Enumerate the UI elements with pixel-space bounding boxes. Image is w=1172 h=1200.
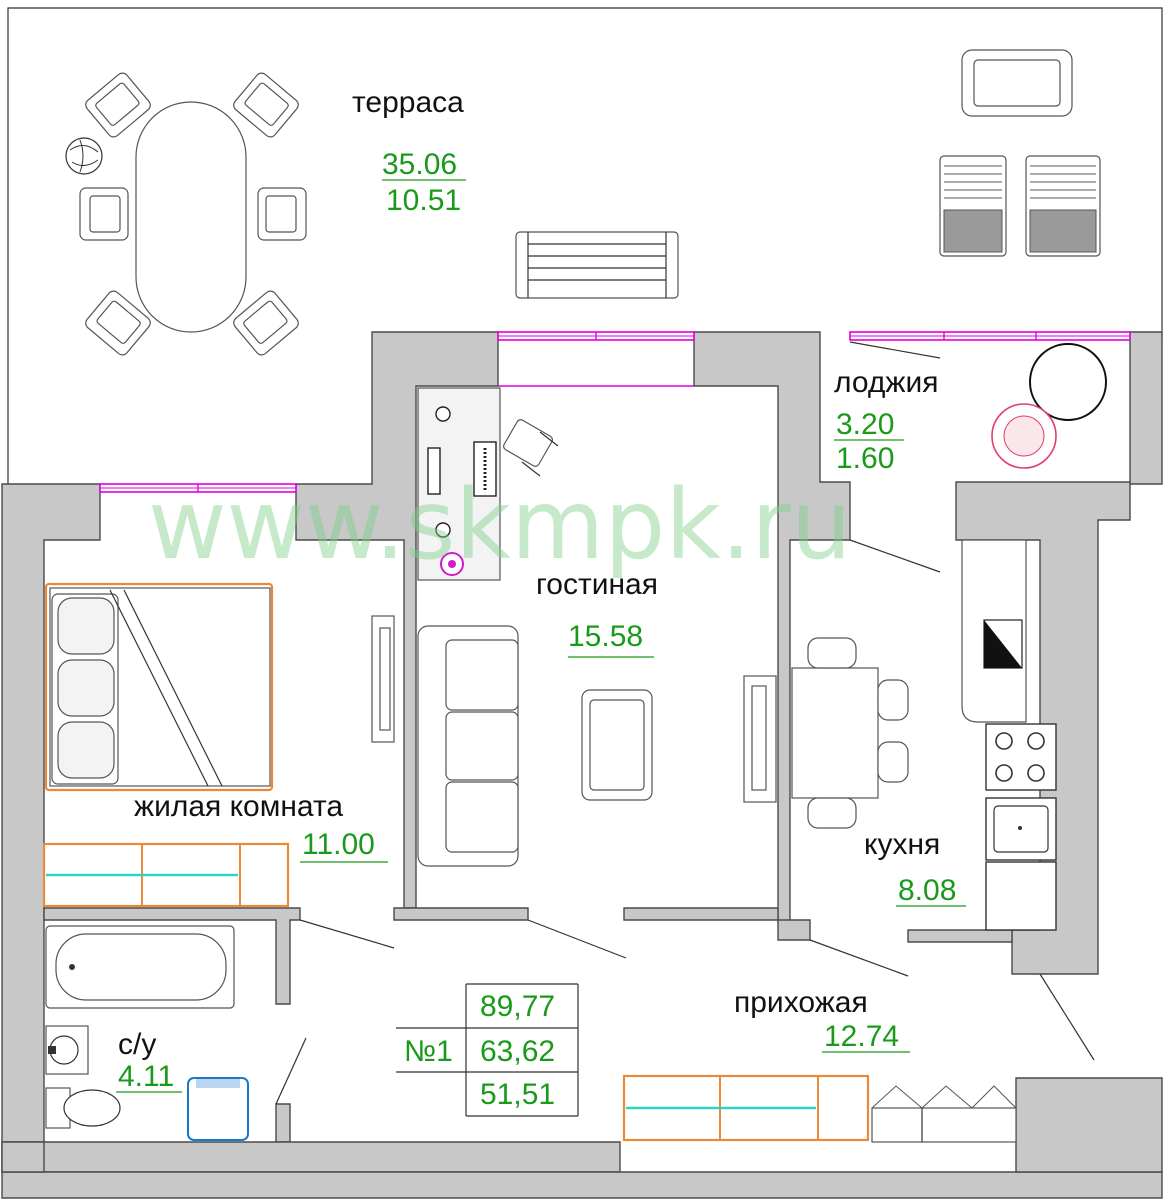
stove-icon: [985, 723, 1057, 791]
kitchen-dining: [791, 637, 909, 829]
living-room-area: 15.58: [568, 620, 643, 653]
toilet-icon: [45, 1087, 71, 1129]
speaker-icon: [435, 522, 451, 538]
terrace-coffee-table: [961, 49, 1073, 117]
sun-loungers: [939, 155, 1101, 257]
loggia-area-reduced: 1.60: [836, 442, 894, 475]
terrace-bench: [515, 231, 679, 299]
apartment-area: 63,62: [480, 1035, 555, 1068]
terrace-label: терраса: [352, 86, 464, 119]
total-area: 89,77: [480, 990, 555, 1023]
hallway-shoe-cabinet: [871, 1085, 1017, 1143]
bathroom-label: с/у: [118, 1028, 156, 1061]
chair-icon: [257, 187, 307, 241]
terrace-area: 35.06: [382, 148, 457, 181]
desk-area: [417, 387, 559, 581]
chair-icon: [85, 290, 151, 356]
windows: [99, 331, 1131, 493]
living-area: 51,51: [480, 1078, 555, 1111]
door-swings: [275, 341, 1095, 1105]
chair-icon: [233, 290, 299, 356]
hallway-label: прихожая: [734, 986, 868, 1019]
watermark: www.skmpk.ru: [148, 469, 852, 581]
terrace-area-reduced: 10.51: [386, 184, 461, 217]
hallway-wardrobe: [622, 1074, 870, 1142]
plant-icon: [65, 137, 103, 175]
dishwasher-icon: [985, 861, 1057, 931]
living-room-label: гостиная: [536, 568, 658, 601]
oval-table: [135, 101, 247, 333]
office-chair-icon: [503, 419, 559, 477]
bathroom-area: 4.11: [118, 1060, 174, 1093]
monitor-icon: [427, 447, 441, 495]
coffee-table: [581, 689, 653, 801]
chair-icon: [79, 187, 129, 241]
loggia-furniture: [991, 343, 1107, 469]
loggia-label: лоджия: [834, 366, 938, 399]
tv-stand: [371, 615, 777, 803]
chair-icon: [233, 72, 299, 138]
sofa: [417, 625, 519, 867]
terrace-outline: [7, 7, 1163, 484]
bedroom-wardrobe: [42, 842, 290, 908]
kitchen-label: кухня: [864, 828, 940, 861]
walls: [1, 331, 1163, 1199]
loggia-area: 3.20: [836, 408, 894, 441]
terrace-dining-set: [65, 72, 307, 356]
bathroom-fixtures: [45, 925, 249, 1141]
bedroom-label: жилая комната: [134, 790, 343, 823]
area-summary-table: [396, 983, 579, 1117]
hallway-area: 12.74: [824, 1020, 899, 1053]
bedroom-area: 11.00: [302, 828, 375, 861]
speaker-icon: [435, 406, 451, 422]
round-table: [1029, 343, 1107, 421]
chair-icon: [85, 72, 151, 138]
apartment-number: №1: [404, 1035, 453, 1068]
kitchen-counter: [961, 539, 1057, 931]
kitchen-area: 8.08: [898, 874, 956, 907]
bed: [44, 582, 274, 792]
washing-machine-icon: [187, 1077, 249, 1141]
